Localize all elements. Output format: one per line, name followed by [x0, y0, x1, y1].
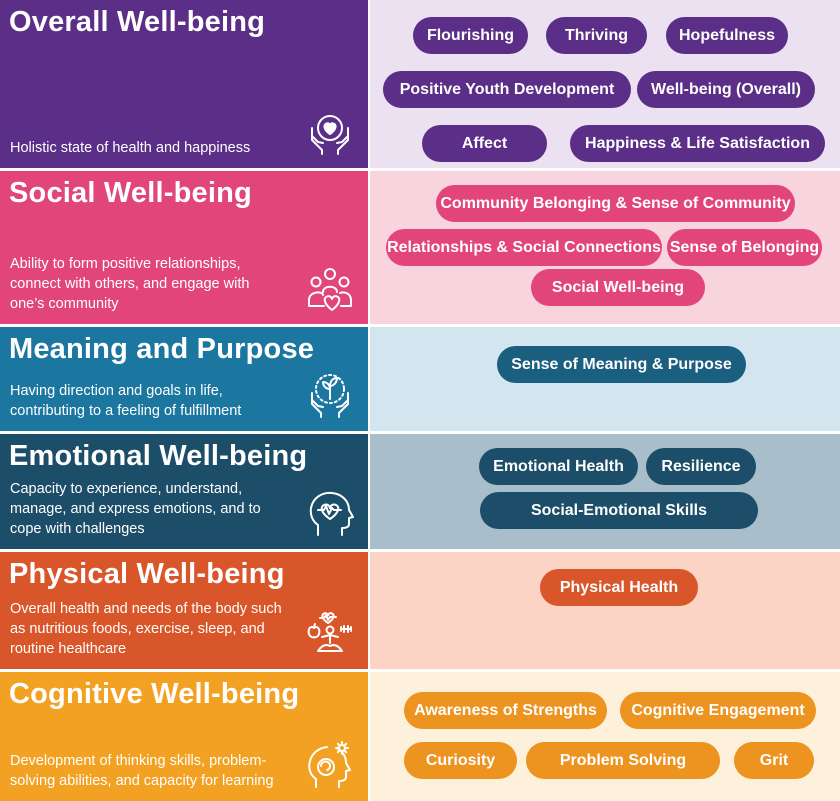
people-heart-icon	[304, 262, 356, 314]
topic-pill: Sense of Meaning & Purpose	[497, 346, 746, 383]
category-row-emotional: Emotional Well-being Capacity to experie…	[0, 434, 840, 549]
category-panel: Overall Well-being Holistic state of hea…	[0, 0, 368, 168]
sprout-hands-icon	[304, 369, 356, 421]
category-title: Overall Well-being	[9, 6, 266, 38]
category-title: Emotional Well-being	[9, 440, 308, 472]
topic-pill: Well-being (Overall)	[637, 71, 815, 108]
category-row-physical: Physical Well-being Overall health and n…	[0, 552, 840, 669]
category-row-cognitive: Cognitive Well-being Development of thin…	[0, 672, 840, 801]
category-panel: Meaning and Purpose Having direction and…	[0, 327, 368, 431]
category-panel: Physical Well-being Overall health and n…	[0, 552, 368, 669]
category-title: Cognitive Well-being	[9, 678, 300, 710]
topic-pill: Curiosity	[404, 742, 517, 779]
topic-panel: Emotional Health Resilience Social-Emoti…	[370, 434, 840, 549]
topic-pill: Hopefulness	[666, 17, 788, 54]
category-panel: Cognitive Well-being Development of thin…	[0, 672, 368, 801]
category-panel: Social Well-being Ability to form positi…	[0, 171, 368, 324]
topic-panel: Community Belonging & Sense of Community…	[370, 171, 840, 324]
topic-pill: Thriving	[546, 17, 647, 54]
topic-pill: Problem Solving	[526, 742, 720, 779]
topic-panel: Physical Health	[370, 552, 840, 669]
topic-pill: Resilience	[646, 448, 756, 485]
topic-pill: Physical Health	[540, 569, 698, 606]
topic-pill: Affect	[422, 125, 547, 162]
heart-hands-icon	[304, 106, 356, 158]
topic-pill: Positive Youth Development	[383, 71, 631, 108]
topic-pill: Flourishing	[413, 17, 528, 54]
category-description: Capacity to experience, understand, mana…	[10, 481, 261, 537]
category-description: Holistic state of health and happiness	[10, 140, 251, 156]
category-row-meaning: Meaning and Purpose Having direction and…	[0, 327, 840, 431]
category-title: Social Well-being	[9, 177, 252, 209]
category-description: Overall health and needs of the body suc…	[10, 601, 282, 657]
category-panel: Emotional Well-being Capacity to experie…	[0, 434, 368, 549]
head-heartbeat-icon	[304, 487, 356, 539]
category-row-overall: Overall Well-being Holistic state of hea…	[0, 0, 840, 168]
topic-pill: Social-Emotional Skills	[480, 492, 758, 529]
category-description: Ability to form positive relationships, …	[10, 256, 250, 312]
topic-pill: Grit	[734, 742, 814, 779]
category-row-social: Social Well-being Ability to form positi…	[0, 171, 840, 324]
category-description: Having direction and goals in life, cont…	[10, 383, 242, 419]
category-title: Meaning and Purpose	[9, 333, 315, 365]
topic-panel: Sense of Meaning & Purpose	[370, 327, 840, 431]
topic-pill: Happiness & Life Satisfaction	[570, 125, 825, 162]
topic-pill: Relationships & Social Connections	[386, 229, 662, 266]
topic-panel: Awareness of Strengths Cognitive Engagem…	[370, 672, 840, 801]
topic-pill: Cognitive Engagement	[620, 692, 816, 729]
head-gear-icon	[304, 739, 356, 791]
topic-pill: Sense of Belonging	[667, 229, 822, 266]
topic-pill: Emotional Health	[479, 448, 638, 485]
topic-pill: Community Belonging & Sense of Community	[436, 185, 795, 222]
topic-pill: Social Well-being	[531, 269, 705, 306]
category-title: Physical Well-being	[9, 558, 285, 590]
category-description: Development of thinking skills, problem-…	[10, 753, 274, 789]
topic-pill: Awareness of Strengths	[404, 692, 607, 729]
topic-panel: Flourishing Thriving Hopefulness Positiv…	[370, 0, 840, 168]
physical-health-icon	[304, 607, 356, 659]
